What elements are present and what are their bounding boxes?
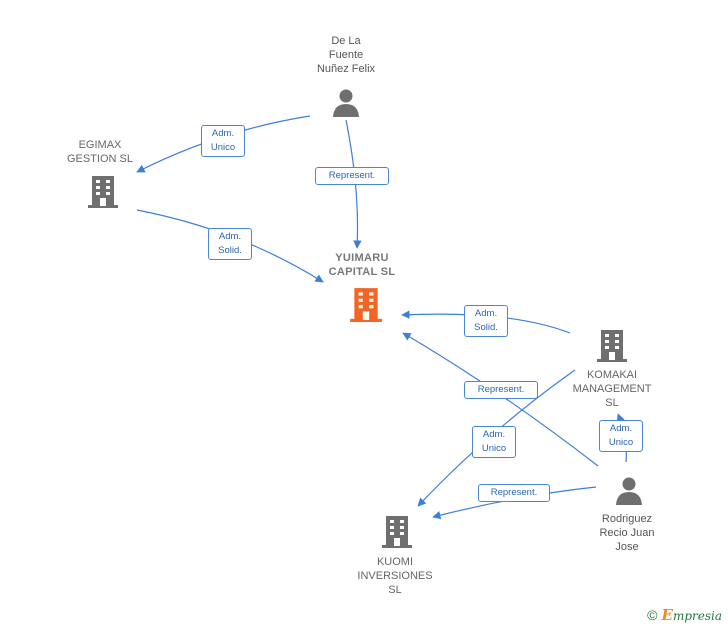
node-label-egimax[interactable]: EGIMAX GESTION SL — [50, 138, 150, 166]
node-label-komakai[interactable]: KOMAKAI MANAGEMENT SL — [560, 368, 664, 410]
label-line: MANAGEMENT — [572, 383, 652, 395]
edge-label-delafuente-egimax[interactable]: Adm. Unico — [201, 125, 245, 157]
label-line: Jose — [615, 541, 639, 553]
edge-label-komakai-yuimaru[interactable]: Adm. Solid. — [464, 305, 508, 337]
copyright-icon: © — [647, 607, 658, 623]
label-line: KUOMI — [376, 556, 414, 568]
edge-label-rodriguez-kuomi[interactable]: Represent. — [478, 484, 550, 502]
label-line: KOMAKAI — [586, 369, 638, 381]
label-line: YUIMARU — [335, 252, 389, 264]
node-label-de-la-fuente[interactable]: De La Fuente Nuñez Felix — [296, 34, 396, 76]
label-line: CAPITAL SL — [328, 266, 396, 278]
brand-logo: Empresia — [661, 606, 723, 624]
building-icon — [597, 330, 627, 362]
node-label-rodriguez[interactable]: Rodriguez Recio Juan Jose — [577, 512, 677, 554]
label-line: Represent. — [490, 487, 538, 498]
label-line: Adm. — [218, 231, 242, 242]
edge-label-delafuente-yuimaru[interactable]: Represent. — [315, 167, 389, 185]
label-line: Recio Juan — [599, 527, 655, 539]
node-label-yuimaru[interactable]: YUIMARU CAPITAL SL — [312, 251, 412, 279]
building-icon — [382, 516, 412, 548]
label-line: Adm. — [211, 128, 235, 139]
label-line: Represent. — [328, 170, 376, 181]
edge-label-egimax-yuimaru[interactable]: Adm. Solid. — [208, 228, 252, 260]
label-line: Solid. — [218, 245, 242, 256]
brand-footer[interactable]: ©Empresia — [647, 606, 722, 624]
label-line: Unico — [210, 142, 236, 153]
label-line: SL — [605, 397, 619, 409]
label-line: Nuñez Felix — [316, 63, 376, 75]
label-line: SL — [388, 584, 402, 596]
label-line: Represent. — [477, 384, 525, 395]
label-line: INVERSIONES — [357, 570, 433, 582]
edge-delafuente-yuimaru — [345, 119, 362, 249]
label-line: Unico — [481, 443, 507, 454]
label-line: Fuente — [328, 49, 364, 61]
label-line: GESTION SL — [66, 153, 134, 165]
focus-building-icon — [350, 288, 382, 322]
label-line: Unico — [608, 437, 634, 448]
label-line: Adm. — [482, 429, 506, 440]
label-line: EGIMAX — [78, 139, 122, 151]
label-line: Adm. — [609, 423, 633, 434]
label-line: De La — [331, 35, 361, 47]
label-line: Rodriguez — [601, 513, 653, 525]
building-icon — [88, 176, 118, 208]
node-label-kuomi[interactable]: KUOMI INVERSIONES SL — [345, 555, 445, 597]
label-line: Solid. — [474, 322, 498, 333]
edge-label-rodriguez-komakai[interactable]: Adm. Unico — [599, 420, 643, 452]
person-icon — [333, 89, 359, 117]
edge-label-rodriguez-yuimaru[interactable]: Represent. — [464, 381, 538, 399]
edge-label-komakai-kuomi[interactable]: Adm. Unico — [472, 426, 516, 458]
person-icon — [616, 477, 642, 505]
label-line: Adm. — [474, 308, 498, 319]
